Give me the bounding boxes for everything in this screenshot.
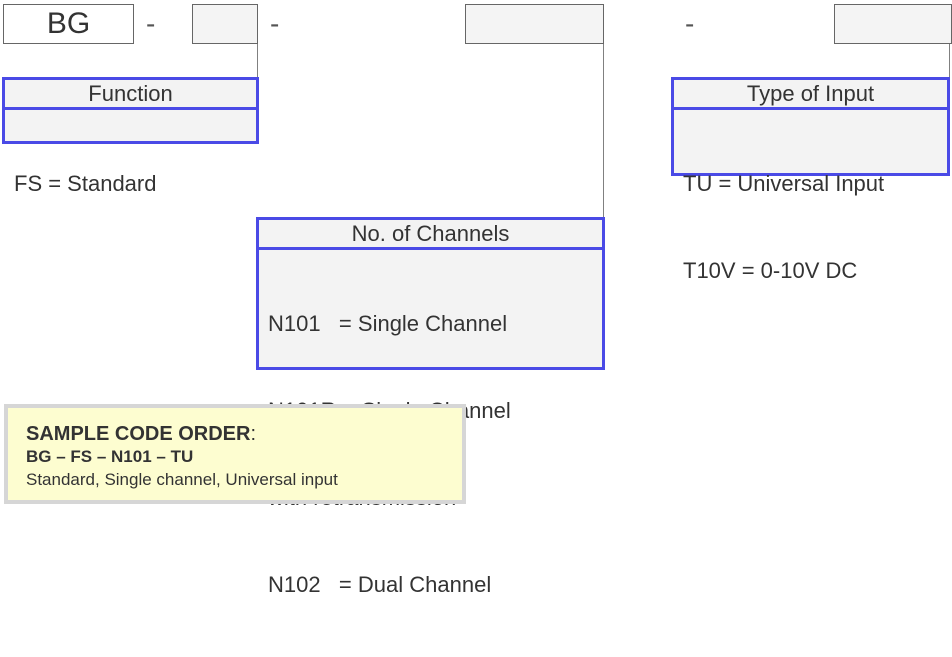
- input-connector-line: [949, 44, 950, 78]
- input-option-box: Type of Input TU = Universal Input T10V …: [671, 77, 950, 283]
- sample-code: BG – FS – N101 – TU: [26, 447, 194, 466]
- input-option-tu: TU = Universal Input: [683, 171, 885, 196]
- sample-heading-text: SAMPLE CODE ORDER: [26, 423, 251, 445]
- channels-box-title: No. of Channels: [259, 220, 602, 250]
- function-code-box: [192, 4, 258, 44]
- channels-code-box: [465, 4, 604, 44]
- function-option-fs: FS = Standard: [14, 171, 157, 196]
- channels-option-box: No. of Channels N101 = Single Channel N1…: [256, 217, 605, 597]
- prefix-code-text: BG: [46, 7, 91, 40]
- input-option-t10v: T10V = 0-10V DC: [683, 258, 858, 283]
- sample-heading: SAMPLE CODE ORDER:: [26, 422, 462, 446]
- input-code-box: [834, 4, 952, 44]
- sample-description: Standard, Single channel, Universal inpu…: [26, 470, 338, 489]
- channels-connector-line: [603, 44, 604, 218]
- separator-dash-1: -: [146, 8, 156, 39]
- input-options-list: TU = Universal Input T10V = 0-10V DC: [674, 110, 947, 343]
- function-options-list: FS = Standard: [5, 110, 256, 256]
- separator-dash-2: -: [270, 8, 280, 39]
- sample-heading-colon: :: [250, 423, 257, 445]
- prefix-code-box: BG: [3, 4, 134, 44]
- function-connector-line: [257, 44, 258, 78]
- sample-code-order-box: SAMPLE CODE ORDER: BG – FS – N101 – TU S…: [4, 404, 466, 504]
- function-box-title: Function: [5, 80, 256, 110]
- function-option-box: Function FS = Standard: [2, 77, 259, 196]
- channels-option-n102: N102 = Dual Channel: [268, 572, 492, 597]
- channels-option-n101: N101 = Single Channel: [268, 311, 508, 336]
- separator-dash-3: -: [685, 8, 695, 39]
- input-box-title: Type of Input: [674, 80, 947, 110]
